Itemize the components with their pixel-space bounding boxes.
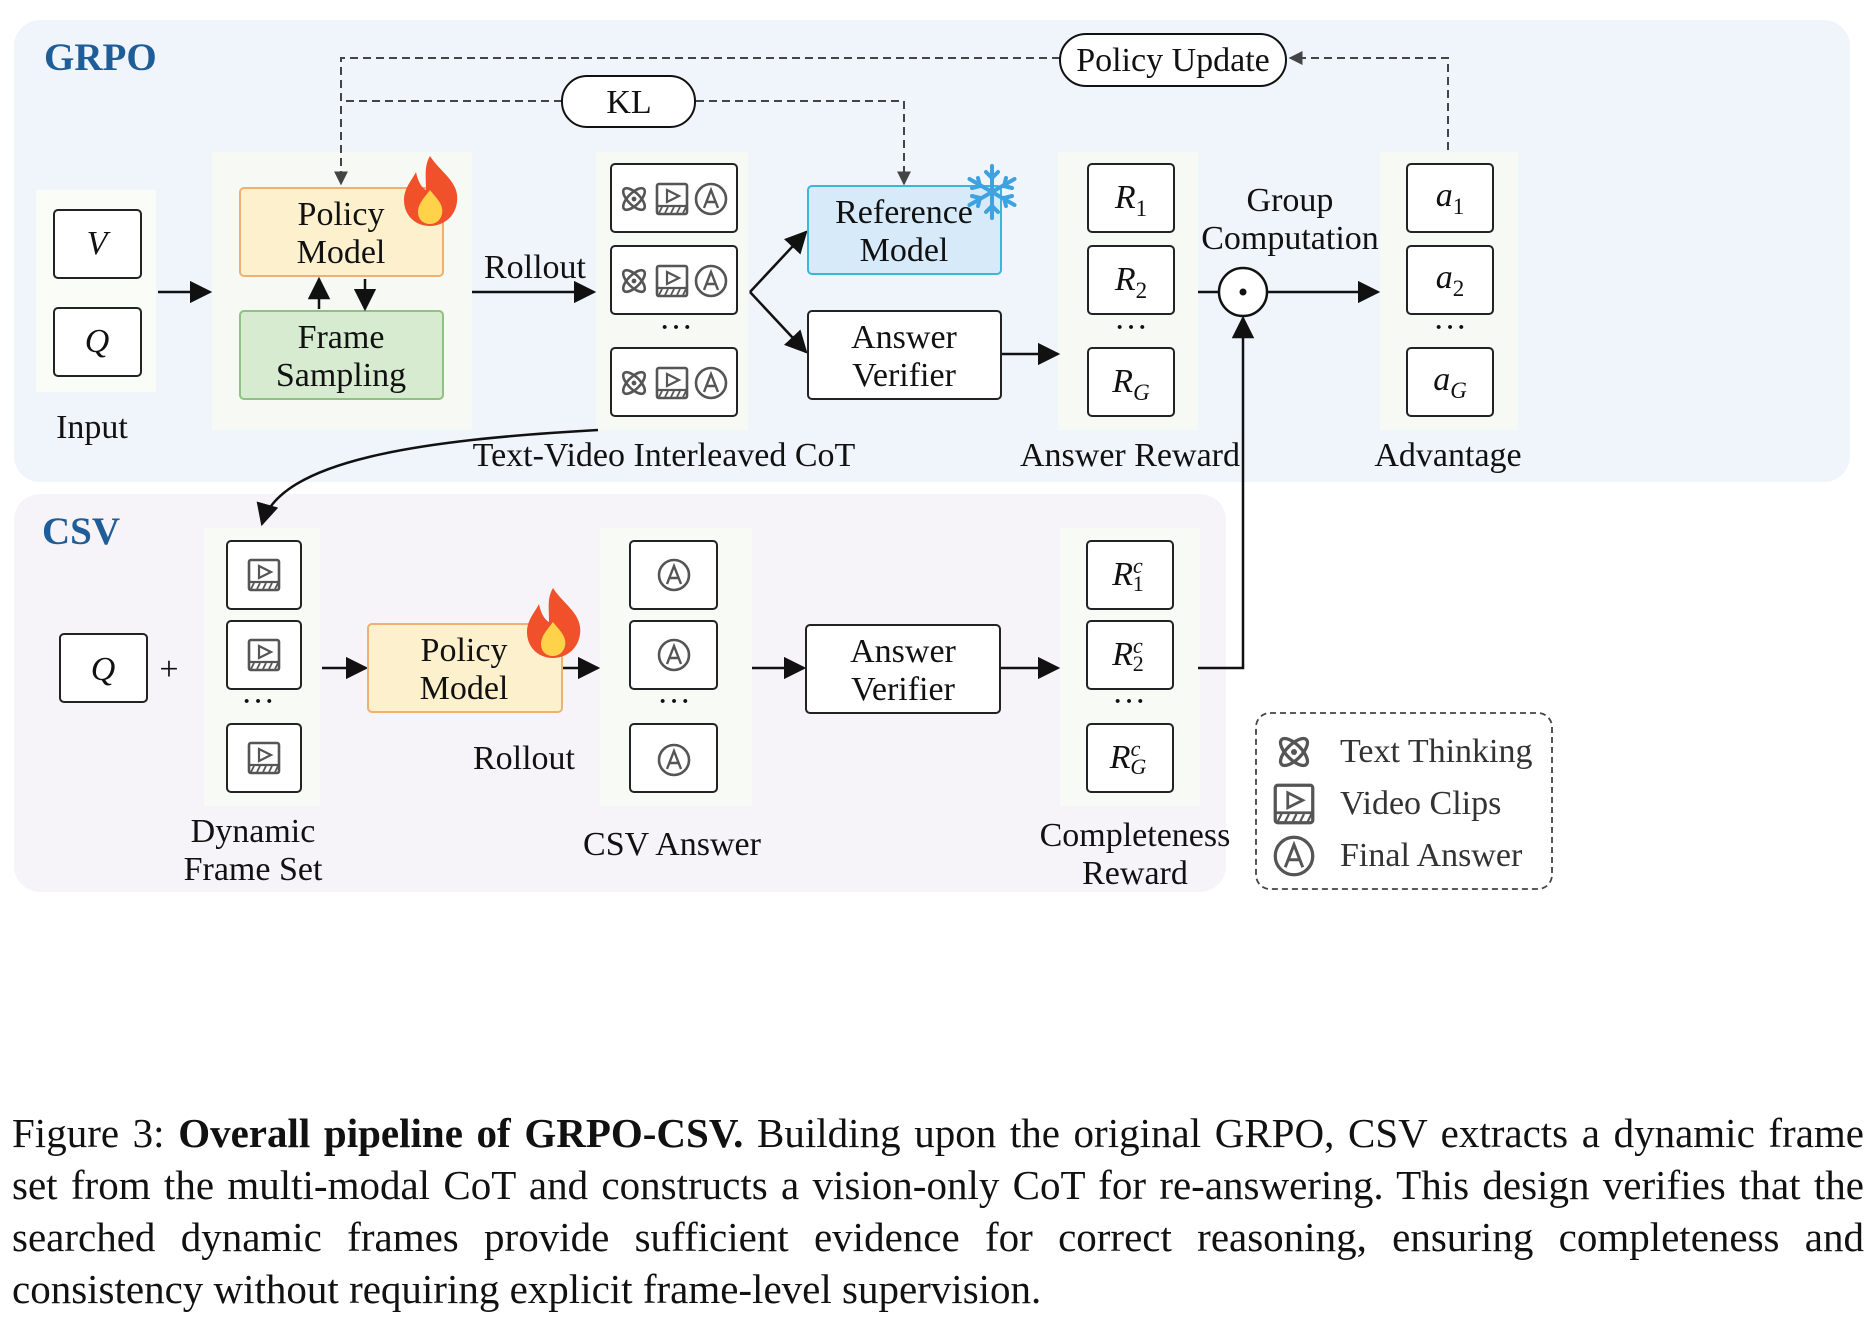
plus-sign: + <box>159 651 178 688</box>
frame-box-3 <box>226 723 302 793</box>
policy-model-label-2: Model <box>297 234 386 271</box>
advantage-1: a1 <box>1436 177 1465 219</box>
reward-box-3 <box>1087 347 1175 417</box>
completeness-reward-box-3 <box>1086 723 1174 793</box>
csv-answer-box-3 <box>629 723 718 793</box>
policy-update-pill <box>1059 33 1287 87</box>
legend-video-clips: Video Clips <box>1340 785 1501 822</box>
arrow-cot-to-frame-set <box>256 428 599 527</box>
legend: Text Thinking Video Clips Final Answer <box>1255 712 1553 890</box>
cot-box-1 <box>610 163 738 233</box>
csv-rollout-label: Rollout <box>473 740 576 777</box>
dynamic-frame-set-label-1: Dynamic <box>191 813 316 850</box>
csv-input-q-box <box>59 633 148 703</box>
csv-answer-verifier-label-1: Answer <box>850 633 956 670</box>
csv-answer-ellipsis: ··· <box>657 683 691 720</box>
completeness-reward-label-1: Completeness <box>1040 817 1231 854</box>
advantage-label: Advantage <box>1374 437 1521 474</box>
csv-answer-label: CSV Answer <box>583 826 762 863</box>
answer-verifier-label-1: Answer <box>851 319 957 356</box>
caption-prefix: Figure 3: <box>12 1110 179 1156</box>
advantage-box-2 <box>1406 245 1494 315</box>
rollout-label: Rollout <box>484 249 587 286</box>
caption-title: Overall pipeline of GRPO-CSV. <box>178 1110 744 1156</box>
policy-model-box <box>239 187 444 277</box>
frame-sampling-box <box>239 310 444 400</box>
policy-update-feedback-out <box>334 57 1060 186</box>
input-v-box <box>53 209 142 279</box>
group-computation-label-2: Computation <box>1201 220 1379 257</box>
policy-model-label-1: Policy <box>298 196 385 233</box>
csv-policy-model-label-1: Policy <box>421 632 508 669</box>
cot-box-3 <box>610 347 738 417</box>
policy-update-label: Policy Update <box>1076 42 1270 79</box>
input-label: Input <box>56 409 128 446</box>
dynamic-frame-set-label-2: Frame Set <box>184 851 323 888</box>
reward-1: R1 <box>1114 179 1147 221</box>
csv-policy-model-label-2: Model <box>420 670 509 707</box>
cot-ellipsis: ··· <box>659 309 693 346</box>
reward-ellipsis: ··· <box>1114 309 1148 346</box>
arrow-cot-to-reference <box>749 230 808 293</box>
answer-verifier-box <box>807 310 1002 400</box>
input-q: Q <box>85 323 110 360</box>
csv-answer-box-2 <box>629 620 718 690</box>
cot-box-2 <box>610 245 738 315</box>
frame-sampling-label-2: Sampling <box>276 357 406 394</box>
advantage-g: aG <box>1433 361 1467 403</box>
group-computation-dot <box>1239 288 1247 296</box>
frame-box-1 <box>226 540 302 610</box>
reference-model-box <box>807 185 1002 275</box>
reward-box-1 <box>1087 163 1175 233</box>
frame-box-2 <box>226 620 302 690</box>
caption-body: Building upon the original GRPO, CSV ext… <box>12 1110 1864 1312</box>
group-computation-label-1: Group <box>1247 182 1334 219</box>
frame-ellipsis: ··· <box>241 683 275 720</box>
csv-input-q: Q <box>91 651 116 688</box>
completeness-reward-ellipsis: ··· <box>1112 683 1146 720</box>
policy-update-feedback-in <box>1288 51 1449 150</box>
legend-final-answer: Final Answer <box>1340 837 1523 874</box>
reward-box-2 <box>1087 245 1175 315</box>
csv-answer-box-1 <box>629 540 718 610</box>
completeness-reward-label-2: Reward <box>1082 855 1188 892</box>
input-q-box <box>53 307 142 377</box>
advantage-box-1 <box>1406 163 1494 233</box>
kl-pill <box>561 75 696 128</box>
csv-title: CSV <box>42 510 120 553</box>
answer-verifier-label-2: Verifier <box>852 357 957 394</box>
arrow-cot-to-verifier <box>749 291 808 354</box>
reward-g: RG <box>1111 363 1150 405</box>
diagram-svg: GRPO CSV V Q Input Policy Model Frame Sa… <box>14 20 1850 892</box>
grpo-title: GRPO <box>44 36 157 79</box>
advantage-box-3 <box>1406 347 1494 417</box>
completeness-reward-box-2 <box>1086 620 1174 690</box>
arrow-completeness-to-group <box>1198 315 1255 670</box>
reward-2: R2 <box>1114 261 1147 303</box>
completeness-reward-box-1 <box>1086 540 1174 610</box>
figure-caption: Figure 3: Overall pipeline of GRPO-CSV. … <box>12 1107 1864 1315</box>
advantage-2: a2 <box>1436 259 1465 301</box>
answer-reward-label: Answer Reward <box>1020 437 1240 474</box>
csv-policy-model-box <box>367 623 563 713</box>
legend-text-thinking: Text Thinking <box>1340 733 1532 770</box>
csv-answer-verifier-box <box>805 624 1001 714</box>
reference-model-label-2: Model <box>860 232 949 269</box>
kl-dash-right <box>696 100 911 186</box>
frame-sampling-label-1: Frame <box>298 319 385 356</box>
reference-model-label-1: Reference <box>835 194 973 231</box>
cot-label: Text-Video Interleaved CoT <box>473 437 856 474</box>
advantage-ellipsis: ··· <box>1433 309 1467 346</box>
kl-label: KL <box>606 84 651 121</box>
csv-answer-verifier-label-2: Verifier <box>851 671 956 708</box>
